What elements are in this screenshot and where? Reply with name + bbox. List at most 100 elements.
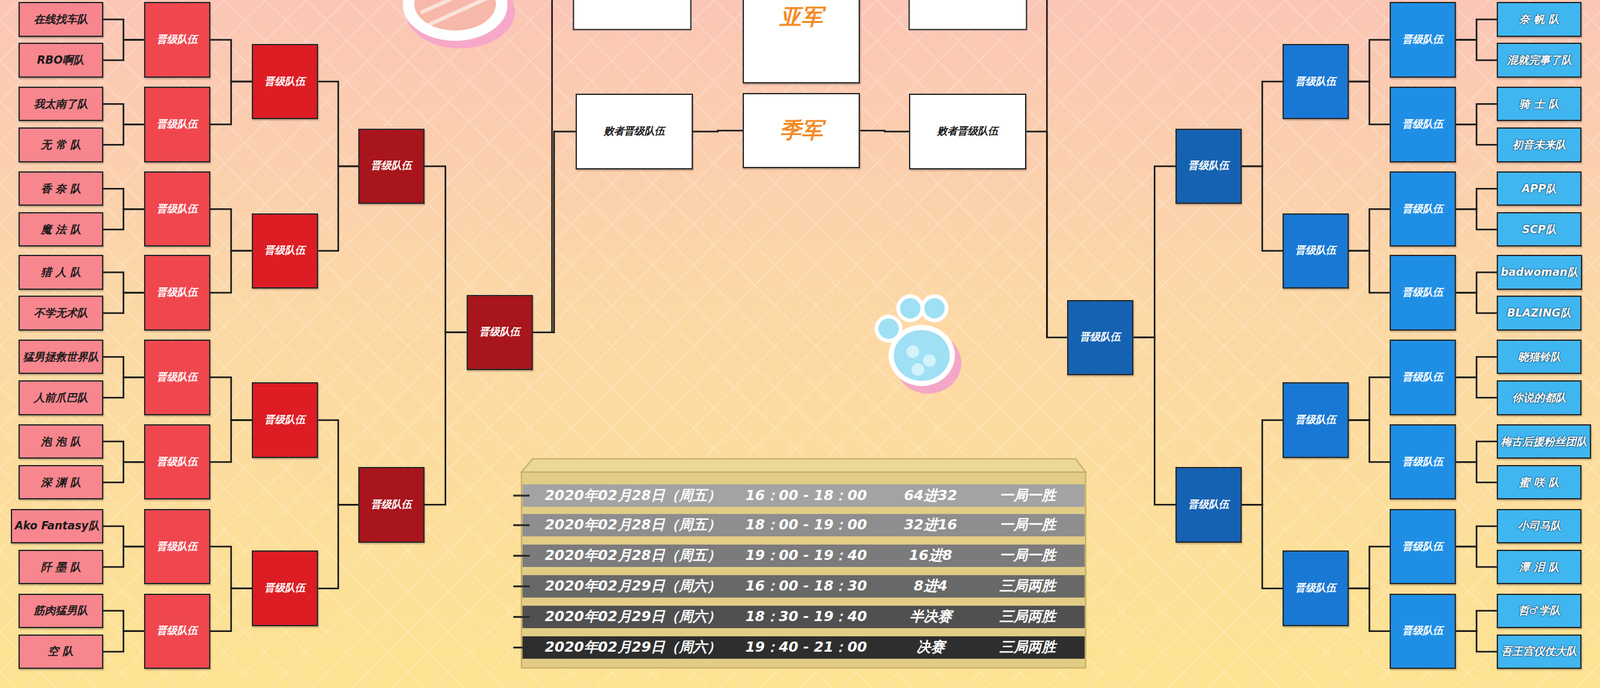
team-box: 泡 泡 队 [18, 424, 104, 459]
schedule-cell: 三局两胜 [999, 640, 1056, 655]
round-box: 晋级队伍 [1175, 467, 1242, 543]
team-box: 在线找车队 [18, 1, 104, 37]
team-box: 梅古后援粉丝团队 [1496, 424, 1592, 459]
schedule-cell: 18：30 - 19：40 [745, 610, 867, 625]
bracket-line [318, 166, 358, 252]
bracket-line [1133, 337, 1176, 506]
node-text: 梅古后援粉丝团队 [1500, 434, 1588, 450]
bracket-line [1348, 589, 1390, 632]
round-box: 晋级队伍 [1389, 254, 1456, 331]
bracket-line [1455, 188, 1497, 210]
team-box: RBO啊队 [18, 42, 104, 78]
node-text: 晋级队伍 [479, 325, 521, 340]
final-line [551, 0, 554, 333]
node-text: 泡 泡 队 [40, 434, 81, 450]
bracket-line [1455, 441, 1497, 463]
row-tick [513, 555, 530, 558]
bracket-line [1455, 103, 1497, 125]
row-tick [513, 494, 530, 497]
team-box: 筋肉猛男队 [18, 594, 104, 629]
node-text: 晋级队伍 [156, 202, 198, 217]
pink-paw [402, 0, 516, 49]
node-text: 败者晋级队伍 [603, 124, 665, 139]
schedule-row [522, 514, 1085, 537]
bracket-line [103, 19, 145, 40]
blue-paw [874, 294, 962, 394]
bracket-line [210, 420, 253, 463]
team-box: 奈 帆 队 [1496, 1, 1582, 37]
node-text: 晋级队伍 [264, 244, 306, 258]
node-text: 筋肉猛男队 [33, 603, 88, 619]
node-text: 不学无术队 [33, 305, 88, 321]
schedule-cell: 18：00 - 19：00 [745, 518, 867, 533]
node-text: 人前爪巴队 [33, 390, 88, 406]
node-text: 季军 [779, 116, 823, 146]
round-box: 晋级队伍 [358, 467, 425, 543]
node-text: 深 渊 队 [40, 475, 81, 491]
round-box: 晋级队伍 [144, 594, 211, 670]
node-text: 晋级队伍 [1295, 75, 1337, 89]
team-box: 空 队 [18, 634, 104, 670]
row-tick [513, 616, 530, 619]
node-text: 晋级队伍 [264, 581, 306, 596]
round-box: 晋级队伍 [1389, 1, 1456, 78]
bracket-line [1455, 19, 1497, 40]
team-box: 猎 人 队 [18, 254, 104, 290]
bracket-line [1348, 39, 1390, 82]
bracket-line [103, 356, 145, 378]
bracket-line [103, 441, 145, 463]
bracket-line [692, 130, 743, 132]
schedule-cell: 半决赛 [909, 610, 952, 625]
bracket-line [1348, 546, 1390, 590]
bracket-line [103, 526, 145, 547]
final-lines [552, 0, 1047, 338]
bracket-line [1241, 504, 1283, 589]
node-text: 空 队 [47, 644, 74, 660]
prize-box: 季军 [742, 93, 860, 169]
node-text: 晋级队伍 [1402, 455, 1444, 470]
bracket-line [1455, 39, 1497, 60]
team-box: SCP队 [1496, 212, 1582, 247]
schedule-board [513, 458, 1086, 669]
schedule-cell: 19：00 - 19：40 [745, 548, 867, 563]
node-text: 晋级队伍 [370, 498, 412, 512]
schedule-cell: 16：00 - 18：30 [745, 579, 867, 594]
schedule-row [522, 636, 1085, 660]
node-text: 晋级队伍 [1402, 624, 1444, 639]
schedule-cell: 三局两胜 [999, 610, 1056, 625]
node-text: 晋级队伍 [1295, 244, 1337, 258]
team-box: 初音未来队 [1496, 127, 1582, 162]
node-text: 晋级队伍 [1188, 498, 1230, 512]
bracket-line [103, 188, 145, 210]
schedule-cell: 32进16 [903, 518, 957, 533]
node-text: 晓猫铃队 [1517, 349, 1562, 365]
bracket-line [1455, 209, 1497, 230]
node-text: 香 奈 队 [40, 181, 81, 197]
node-text: 晋级队伍 [156, 455, 198, 470]
round-box: 晋级队伍 [466, 295, 533, 371]
team-box: 你说的都队 [1496, 380, 1582, 415]
node-text: 小司马队 [1517, 518, 1562, 534]
board-body [521, 472, 1086, 669]
row-tick [513, 524, 530, 527]
node-text: 猎 人 队 [40, 265, 81, 280]
node-text: 晋级队伍 [1402, 117, 1444, 132]
round-box: 晋级队伍 [251, 43, 319, 120]
node-text: SCP队 [1522, 222, 1557, 238]
round-box: 晋级队伍 [251, 213, 319, 289]
final-slot [909, 0, 1027, 30]
bracket-line [1455, 546, 1497, 568]
bracket-line [1026, 131, 1068, 338]
schedule-cell: 一局一胜 [999, 518, 1056, 533]
round-box: 晋级队伍 [251, 382, 319, 458]
node-text: 晋级队伍 [1402, 286, 1444, 300]
node-text: 阡 墨 队 [40, 560, 81, 575]
row-tick [513, 647, 530, 649]
bracket-line [1455, 631, 1497, 653]
bracket-line [318, 81, 358, 167]
bracket-line [103, 631, 145, 653]
bracket-line [103, 39, 145, 60]
schedule-row [522, 575, 1085, 598]
node-text: 晋级队伍 [370, 159, 412, 173]
